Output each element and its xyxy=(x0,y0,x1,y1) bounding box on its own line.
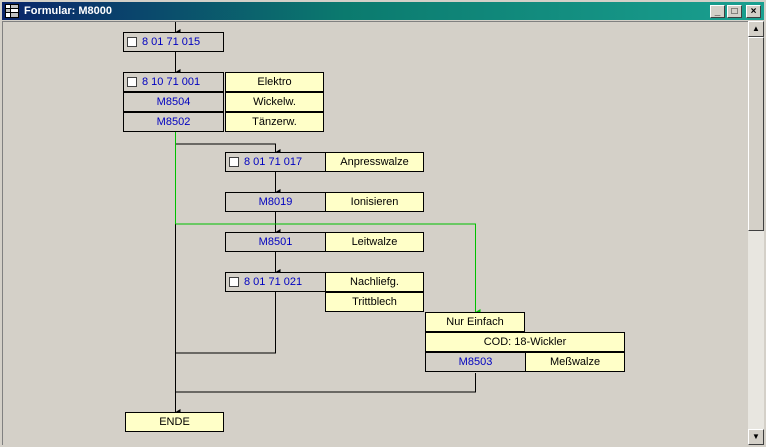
label-leitwalze[interactable]: Leitwalze xyxy=(325,232,424,252)
node-checkbox[interactable] xyxy=(229,157,239,167)
node-checkbox[interactable] xyxy=(127,37,137,47)
label-trittblech[interactable]: Trittblech xyxy=(325,292,424,312)
maximize-button[interactable]: □ xyxy=(727,5,742,18)
node-8-10-71-001[interactable]: 8 10 71 001 xyxy=(123,72,224,92)
node-ende[interactable]: ENDE xyxy=(125,412,224,432)
node-8-01-71-015[interactable]: 8 01 71 015 xyxy=(123,32,224,52)
node-m8019[interactable]: M8019 xyxy=(225,192,326,212)
label-taenzerw[interactable]: Tänzerw. xyxy=(225,112,324,132)
minimize-button[interactable]: _ xyxy=(710,5,725,18)
node-checkbox[interactable] xyxy=(127,77,137,87)
flow-canvas: 8 01 71 015 8 10 71 001 Elektro M8504 Wi… xyxy=(2,21,748,445)
label-cod-18-wickler[interactable]: COD: 18-Wickler xyxy=(425,332,625,352)
node-m8504[interactable]: M8504 xyxy=(123,92,224,112)
label-wickelw[interactable]: Wickelw. xyxy=(225,92,324,112)
label-ionisieren[interactable]: Ionisieren xyxy=(325,192,424,212)
node-number: 8 01 71 021 xyxy=(244,276,303,288)
scroll-thumb[interactable] xyxy=(748,37,764,231)
scroll-down-button[interactable]: ▼ xyxy=(748,429,764,445)
title-bar[interactable]: Formular: M8000 _ □ × xyxy=(2,2,764,20)
node-number: 8 01 71 015 xyxy=(142,36,201,48)
close-button[interactable]: × xyxy=(746,5,761,18)
node-m8503[interactable]: M8503 xyxy=(425,352,526,372)
label-messwalze[interactable]: Meßwalze xyxy=(525,352,625,372)
window-title: Formular: M8000 xyxy=(24,5,113,17)
node-8-01-71-017[interactable]: 8 01 71 017 xyxy=(225,152,326,172)
label-nachliefg[interactable]: Nachliefg. xyxy=(325,272,424,292)
node-number: 8 10 71 001 xyxy=(142,76,201,88)
node-8-01-71-021[interactable]: 8 01 71 021 xyxy=(225,272,326,292)
node-m8502[interactable]: M8502 xyxy=(123,112,224,132)
scroll-up-button[interactable]: ▲ xyxy=(748,21,764,37)
vertical-scrollbar[interactable]: ▲ ▼ xyxy=(748,21,764,445)
connector-lines xyxy=(175,22,481,415)
node-checkbox[interactable] xyxy=(229,277,239,287)
label-elektro[interactable]: Elektro xyxy=(225,72,324,92)
label-anpresswalze[interactable]: Anpresswalze xyxy=(325,152,424,172)
node-m8501[interactable]: M8501 xyxy=(225,232,326,252)
node-number: 8 01 71 017 xyxy=(244,156,303,168)
app-icon xyxy=(5,4,19,18)
label-nur-einfach[interactable]: Nur Einfach xyxy=(425,312,525,332)
